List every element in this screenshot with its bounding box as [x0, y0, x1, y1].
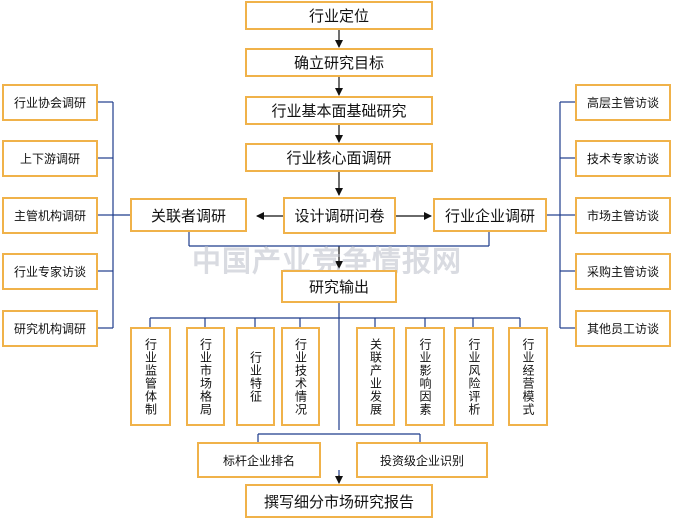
research-goal-box: 确立研究目标 [245, 48, 433, 77]
output-box-6: 行业影响因素 [405, 327, 445, 426]
core-survey-box: 行业核心面调研 [245, 143, 433, 172]
output-box-5: 关联产业发展 [356, 327, 395, 426]
benchmark-ranking-box: 标杆企业排名 [197, 442, 321, 478]
enterprise-survey-box: 行业企业调研 [433, 198, 547, 232]
left-item-4: 行业专家访谈 [2, 253, 98, 290]
right-item-5: 其他员工访谈 [575, 310, 671, 347]
industry-positioning-box: 行业定位 [245, 1, 433, 30]
research-output-box: 研究输出 [281, 270, 397, 303]
left-item-3: 主管机构调研 [2, 197, 98, 234]
right-item-4: 采购主管访谈 [575, 253, 671, 290]
stakeholders-survey-box: 关联者调研 [130, 198, 247, 232]
left-item-5: 研究机构调研 [2, 310, 98, 347]
output-box-7: 行业风险评析 [454, 327, 494, 426]
output-box-4: 行业技术情况 [281, 327, 320, 426]
output-box-2: 行业市场格局 [186, 327, 225, 426]
fundamentals-research-box: 行业基本面基础研究 [245, 96, 433, 125]
right-item-2: 技术专家访谈 [575, 140, 671, 177]
right-item-1: 高层主管访谈 [575, 84, 671, 121]
left-item-1: 行业协会调研 [2, 84, 98, 121]
output-box-1: 行业监管体制 [130, 327, 171, 426]
output-box-3: 行业特征 [236, 327, 275, 426]
output-box-8: 行业经营模式 [508, 327, 548, 426]
right-item-3: 市场主管访谈 [575, 197, 671, 234]
left-item-2: 上下游调研 [2, 140, 98, 177]
questionnaire-box: 设计调研问卷 [283, 197, 396, 234]
report-box: 撰写细分市场研究报告 [245, 484, 433, 518]
investment-grade-box: 投资级企业识别 [356, 442, 488, 478]
